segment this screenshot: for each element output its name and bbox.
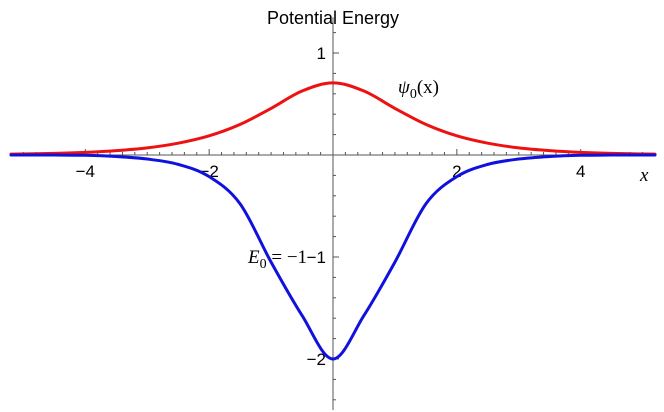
energy-label-value: = −1 [267, 247, 307, 268]
y-tick-label: −1 [307, 248, 326, 267]
chart-title: Potential Energy [267, 8, 399, 28]
x-tick-label: −4 [76, 162, 95, 181]
psi-label-symbol: ψ [398, 77, 411, 98]
series-group [9, 81, 657, 361]
energy-label-subscript: 0 [260, 257, 267, 272]
energy-label-symbol: E [247, 247, 260, 268]
energy-label: E0 = −1 [247, 247, 307, 272]
y-tick-label: −2 [307, 350, 326, 369]
x-tick-label: 4 [576, 162, 585, 181]
ticks: −4 −2 2 4 −2 −1 1 [22, 32, 644, 401]
psi-label-subscript: 0 [410, 87, 417, 102]
potential-curve [9, 153, 657, 361]
axes [10, 17, 654, 410]
x-tick-label: 2 [452, 162, 461, 181]
psi-curve [9, 81, 657, 156]
psi-label-argument: (x) [417, 77, 439, 98]
psi-label: ψ0(x) [398, 77, 439, 102]
y-tick-label: 1 [317, 44, 326, 63]
x-tick-label: −2 [199, 162, 218, 181]
x-axis-label: x [639, 165, 649, 186]
